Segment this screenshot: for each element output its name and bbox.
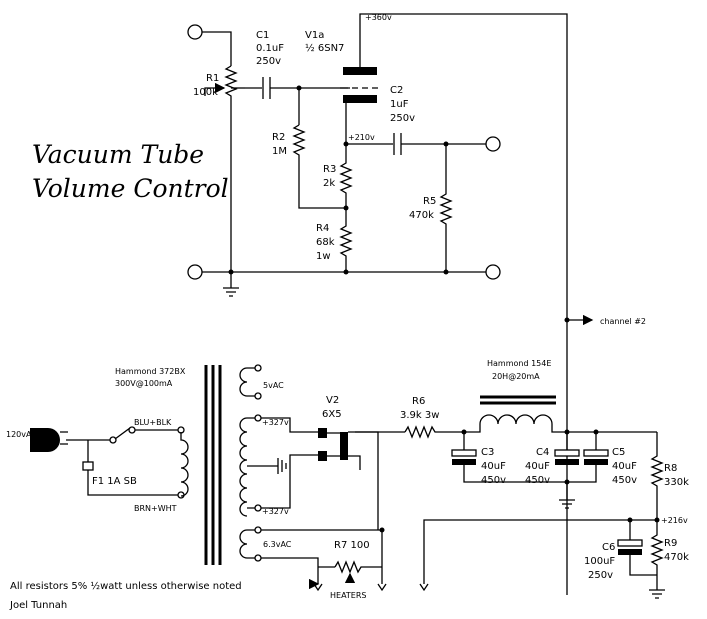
r2-ref: R2 <box>272 132 285 143</box>
v2-tube-anode-a <box>318 428 327 438</box>
r4-resistor <box>339 208 353 272</box>
input-terminal <box>187 24 203 40</box>
ground-symbol-top <box>223 272 239 297</box>
c4-rating: 450v <box>525 475 550 486</box>
power-switch <box>114 427 131 440</box>
c4-capacitor <box>554 449 580 457</box>
r3-ref: R3 <box>323 164 336 175</box>
c6-capacitor <box>617 539 643 547</box>
author-note: Joel Tunnah <box>9 600 67 611</box>
tap-5v: 5vAC <box>263 381 284 390</box>
channel-2-label: channel #2 <box>600 317 646 326</box>
voltage-360: +360v <box>365 13 392 22</box>
fuse-f1 <box>82 461 94 471</box>
r8-value: 330k <box>664 477 689 488</box>
c6-rating: 250v <box>588 570 613 581</box>
c3-rating: 450v <box>481 475 506 486</box>
r3-value: 2k <box>323 178 335 189</box>
v1a-type: ½ 6SN7 <box>305 42 344 54</box>
c5-rating: 450v <box>612 475 637 486</box>
transformer-rating: 300V@100mA <box>115 379 173 388</box>
output-ground-terminal <box>485 264 501 280</box>
r6-value: 3.9k 3w <box>400 410 439 421</box>
v2-ref: V2 <box>326 395 339 406</box>
tap-327-bottom: +327v <box>262 507 289 516</box>
r8-resistor <box>650 432 664 520</box>
ground-symbol-filter <box>559 482 575 509</box>
c2-ref: C2 <box>390 85 403 96</box>
voltage-216: +216v <box>661 516 688 525</box>
r6-resistor <box>404 425 464 439</box>
c3-value: 40uF <box>481 461 506 472</box>
wire-brn-wht: BRN+WHT <box>134 504 177 513</box>
r5-ref: R5 <box>423 196 436 207</box>
input-ground-terminal <box>187 264 203 280</box>
choke-rating: 20H@20mA <box>492 372 540 381</box>
v2-tube-anode-b <box>318 451 327 461</box>
c1-rating: 250v <box>256 56 281 67</box>
r2-resistor <box>292 124 346 209</box>
r5-resistor <box>439 144 453 272</box>
f1-label: F1 1A SB <box>92 476 137 487</box>
r1-value: 100k <box>193 87 218 98</box>
r7-resistor <box>334 560 382 574</box>
wire-blu-blk: BLU+BLK <box>134 418 172 427</box>
r1-ref: R1 <box>206 73 219 84</box>
output-terminal <box>485 136 501 152</box>
transformer-primary <box>180 432 189 497</box>
title-line-1: Vacuum Tube <box>32 140 204 169</box>
r6-ref: R6 <box>412 396 425 407</box>
ground-symbol-r9 <box>649 589 665 599</box>
tap-6v3: 6.3vAC <box>263 540 292 549</box>
v2-type: 6X5 <box>322 409 342 420</box>
r9-resistor <box>650 520 664 590</box>
r4-ref: R4 <box>316 223 329 234</box>
c3-capacitor <box>451 449 477 457</box>
v1a-tube-cathode <box>343 95 377 103</box>
c6-value: 100uF <box>584 556 615 567</box>
tap-327-top: +327v <box>262 418 289 427</box>
resistor-note: All resistors 5% ½watt unless otherwise … <box>10 580 242 592</box>
winding-5v <box>239 367 248 397</box>
c5-capacitor <box>583 449 609 457</box>
title-line-2: Volume Control <box>32 174 229 203</box>
winding-6v3 <box>239 529 248 559</box>
c3-ref: C3 <box>481 447 494 458</box>
c1-ref: C1 <box>256 30 269 41</box>
r9-ref: R9 <box>664 538 677 549</box>
r9-value: 470k <box>664 552 689 563</box>
r7-label: R7 100 <box>334 540 370 551</box>
c2-value: 1uF <box>390 99 409 110</box>
c1-value: 0.1uF <box>256 43 284 54</box>
voltage-210: +210v <box>348 133 375 142</box>
v1a-tube-plate <box>343 67 377 75</box>
mains-label: 120vAC <box>6 430 37 439</box>
r3-resistor <box>339 150 353 208</box>
r2-value: 1M <box>272 146 287 157</box>
r4-rating: 1w <box>316 251 331 262</box>
heaters-label: HEATERS <box>330 591 367 600</box>
c4-ref: C4 <box>536 447 549 458</box>
transformer-name: Hammond 372BX <box>115 367 186 376</box>
mains-plug <box>30 428 60 452</box>
c6-ref: C6 <box>602 542 615 553</box>
v2-tube-cathode <box>340 432 348 460</box>
r4-value: 68k <box>316 237 335 248</box>
c4-value: 40uF <box>525 461 550 472</box>
c5-ref: C5 <box>612 447 625 458</box>
winding-hv <box>239 417 248 517</box>
r5-value: 470k <box>409 210 434 221</box>
r8-ref: R8 <box>664 463 677 474</box>
v1a-ref: V1a <box>305 30 324 41</box>
ground-symbol-ct <box>277 458 287 474</box>
choke-inductor <box>479 414 553 425</box>
r1-resistor <box>224 65 238 272</box>
c5-value: 40uF <box>612 461 637 472</box>
choke-name: Hammond 154E <box>487 359 551 368</box>
c2-rating: 250v <box>390 113 415 124</box>
